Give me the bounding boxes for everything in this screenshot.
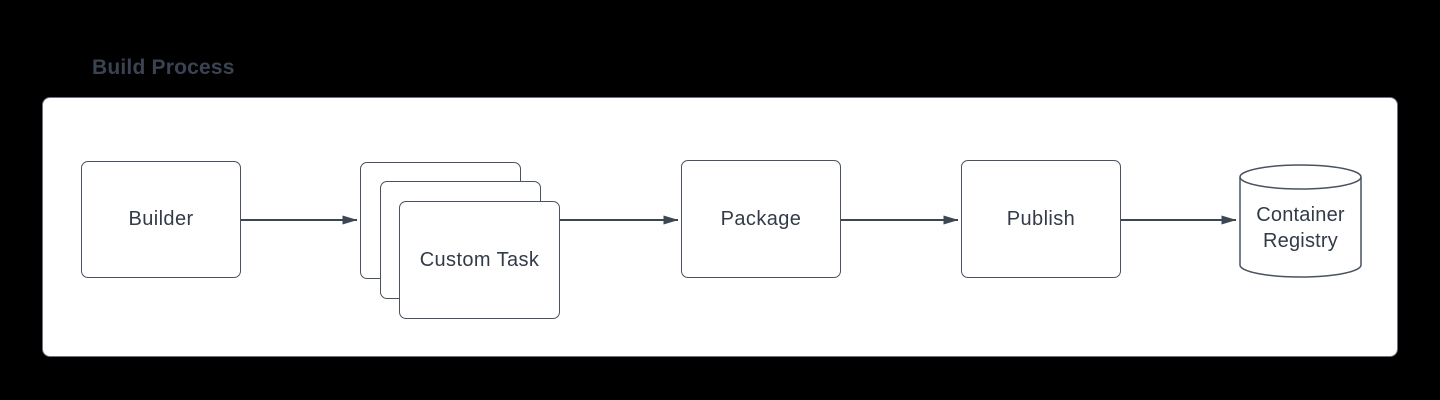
node-custom-task[interactable]: Custom Task <box>399 201 560 319</box>
node-container-registry-label: Container Registry <box>1256 204 1345 252</box>
database-cylinder-icon <box>1239 164 1362 278</box>
diagram-canvas: Builder Custom Task Custom Task Custom T… <box>42 97 1398 357</box>
connector-layer <box>241 215 1237 225</box>
diagram-title: Build Process <box>92 56 235 79</box>
node-builder[interactable]: Builder <box>81 161 241 278</box>
node-package-label: Package <box>720 207 802 230</box>
node-custom-task-label: Custom Task <box>419 248 540 271</box>
node-publish-label: Publish <box>1006 207 1076 230</box>
node-container-registry[interactable]: Container Registry <box>1239 164 1362 278</box>
node-package[interactable]: Package <box>681 160 841 278</box>
node-publish[interactable]: Publish <box>961 160 1121 278</box>
node-builder-label: Builder <box>128 208 194 230</box>
